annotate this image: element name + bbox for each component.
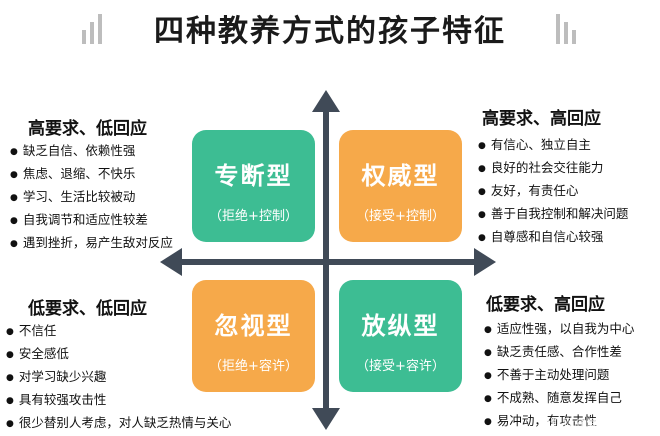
list-item: 焦虑、退缩、不快乐	[10, 163, 173, 186]
watermark: 搜狐号@爱学好升学	[537, 417, 646, 431]
box-subtitle: （接受+容许）	[356, 359, 445, 374]
box-name: 放纵型	[361, 312, 440, 340]
quadrant-list-top-left: 缺乏自信、依赖性强 焦虑、退缩、不快乐 学习、生活比较被动 自我调节和适应性较差…	[10, 140, 173, 255]
right-arrow-icon	[474, 248, 496, 276]
quadrant-list-top-right: 有信心、独立自主 良好的社会交往能力 友好，有责任心 善于自我控制和解决问题 自…	[478, 134, 629, 249]
box-name: 忽视型	[214, 312, 293, 340]
quadrant-title-bottom-left: 低要求、低回应	[28, 299, 147, 319]
list-item: 缺乏自信、依赖性强	[10, 140, 173, 163]
down-arrow-icon	[312, 408, 340, 430]
list-item: 善于自我控制和解决问题	[478, 203, 629, 226]
list-item: 学习、生活比较被动	[10, 186, 173, 209]
list-item: 自我调节和适应性较差	[10, 209, 173, 232]
list-item: 适应性强，以自我为中心	[484, 318, 635, 341]
list-item: 有信心、独立自主	[478, 134, 628, 157]
list-item: 不善于主动处理问题	[484, 364, 634, 387]
list-item: 良好的社会交往能力	[478, 157, 628, 180]
quadrant-list-bottom-left: 不信任 安全感低 对学习缺少兴趣 具有较强攻击性 很少替别人考虑，对人缺乏热情与…	[6, 320, 232, 435]
list-item: 对学习缺少兴趣	[6, 366, 231, 389]
list-item: 遇到挫折，易产生敌对反应	[10, 232, 173, 255]
box-authoritative: 权威型 （接受+控制）	[339, 130, 462, 242]
box-subtitle: （拒绝+容许）	[209, 359, 298, 374]
box-permissive: 放纵型 （接受+容许）	[339, 280, 462, 392]
list-item: 很少替别人考虑，对人缺乏热情与关心	[6, 412, 232, 435]
quadrant-title-top-left: 高要求、低回应	[28, 119, 147, 139]
list-item: 自尊感和自信心较强	[478, 226, 628, 249]
list-item: 易冲动，有攻击性	[484, 410, 634, 433]
title-decoration-right	[556, 14, 580, 44]
list-item: 具有较强攻击性	[6, 389, 231, 412]
left-arrow-icon	[160, 248, 182, 276]
list-item: 不信任	[6, 320, 231, 343]
box-neglectful: 忽视型 （拒绝+容许）	[192, 280, 315, 392]
list-item: 不成熟、随意发挥自己	[484, 387, 634, 410]
page-title: 四种教养方式的孩子特征	[154, 14, 506, 49]
box-subtitle: （拒绝+控制）	[209, 209, 298, 224]
title-decoration-left	[82, 14, 106, 44]
box-subtitle: （接受+控制）	[356, 209, 445, 224]
box-name: 权威型	[361, 162, 440, 190]
box-name: 专断型	[214, 162, 293, 190]
quadrant-title-top-right: 高要求、高回应	[482, 109, 601, 129]
list-item: 友好，有责任心	[478, 180, 628, 203]
quadrant-list-bottom-right: 适应性强，以自我为中心 缺乏责任感、合作性差 不善于主动处理问题 不成熟、随意发…	[484, 318, 635, 433]
box-authoritarian: 专断型 （拒绝+控制）	[192, 130, 315, 242]
list-item: 缺乏责任感、合作性差	[484, 341, 634, 364]
list-item: 安全感低	[6, 343, 231, 366]
quadrant-title-bottom-right: 低要求、高回应	[486, 295, 605, 315]
up-arrow-icon	[312, 90, 340, 112]
